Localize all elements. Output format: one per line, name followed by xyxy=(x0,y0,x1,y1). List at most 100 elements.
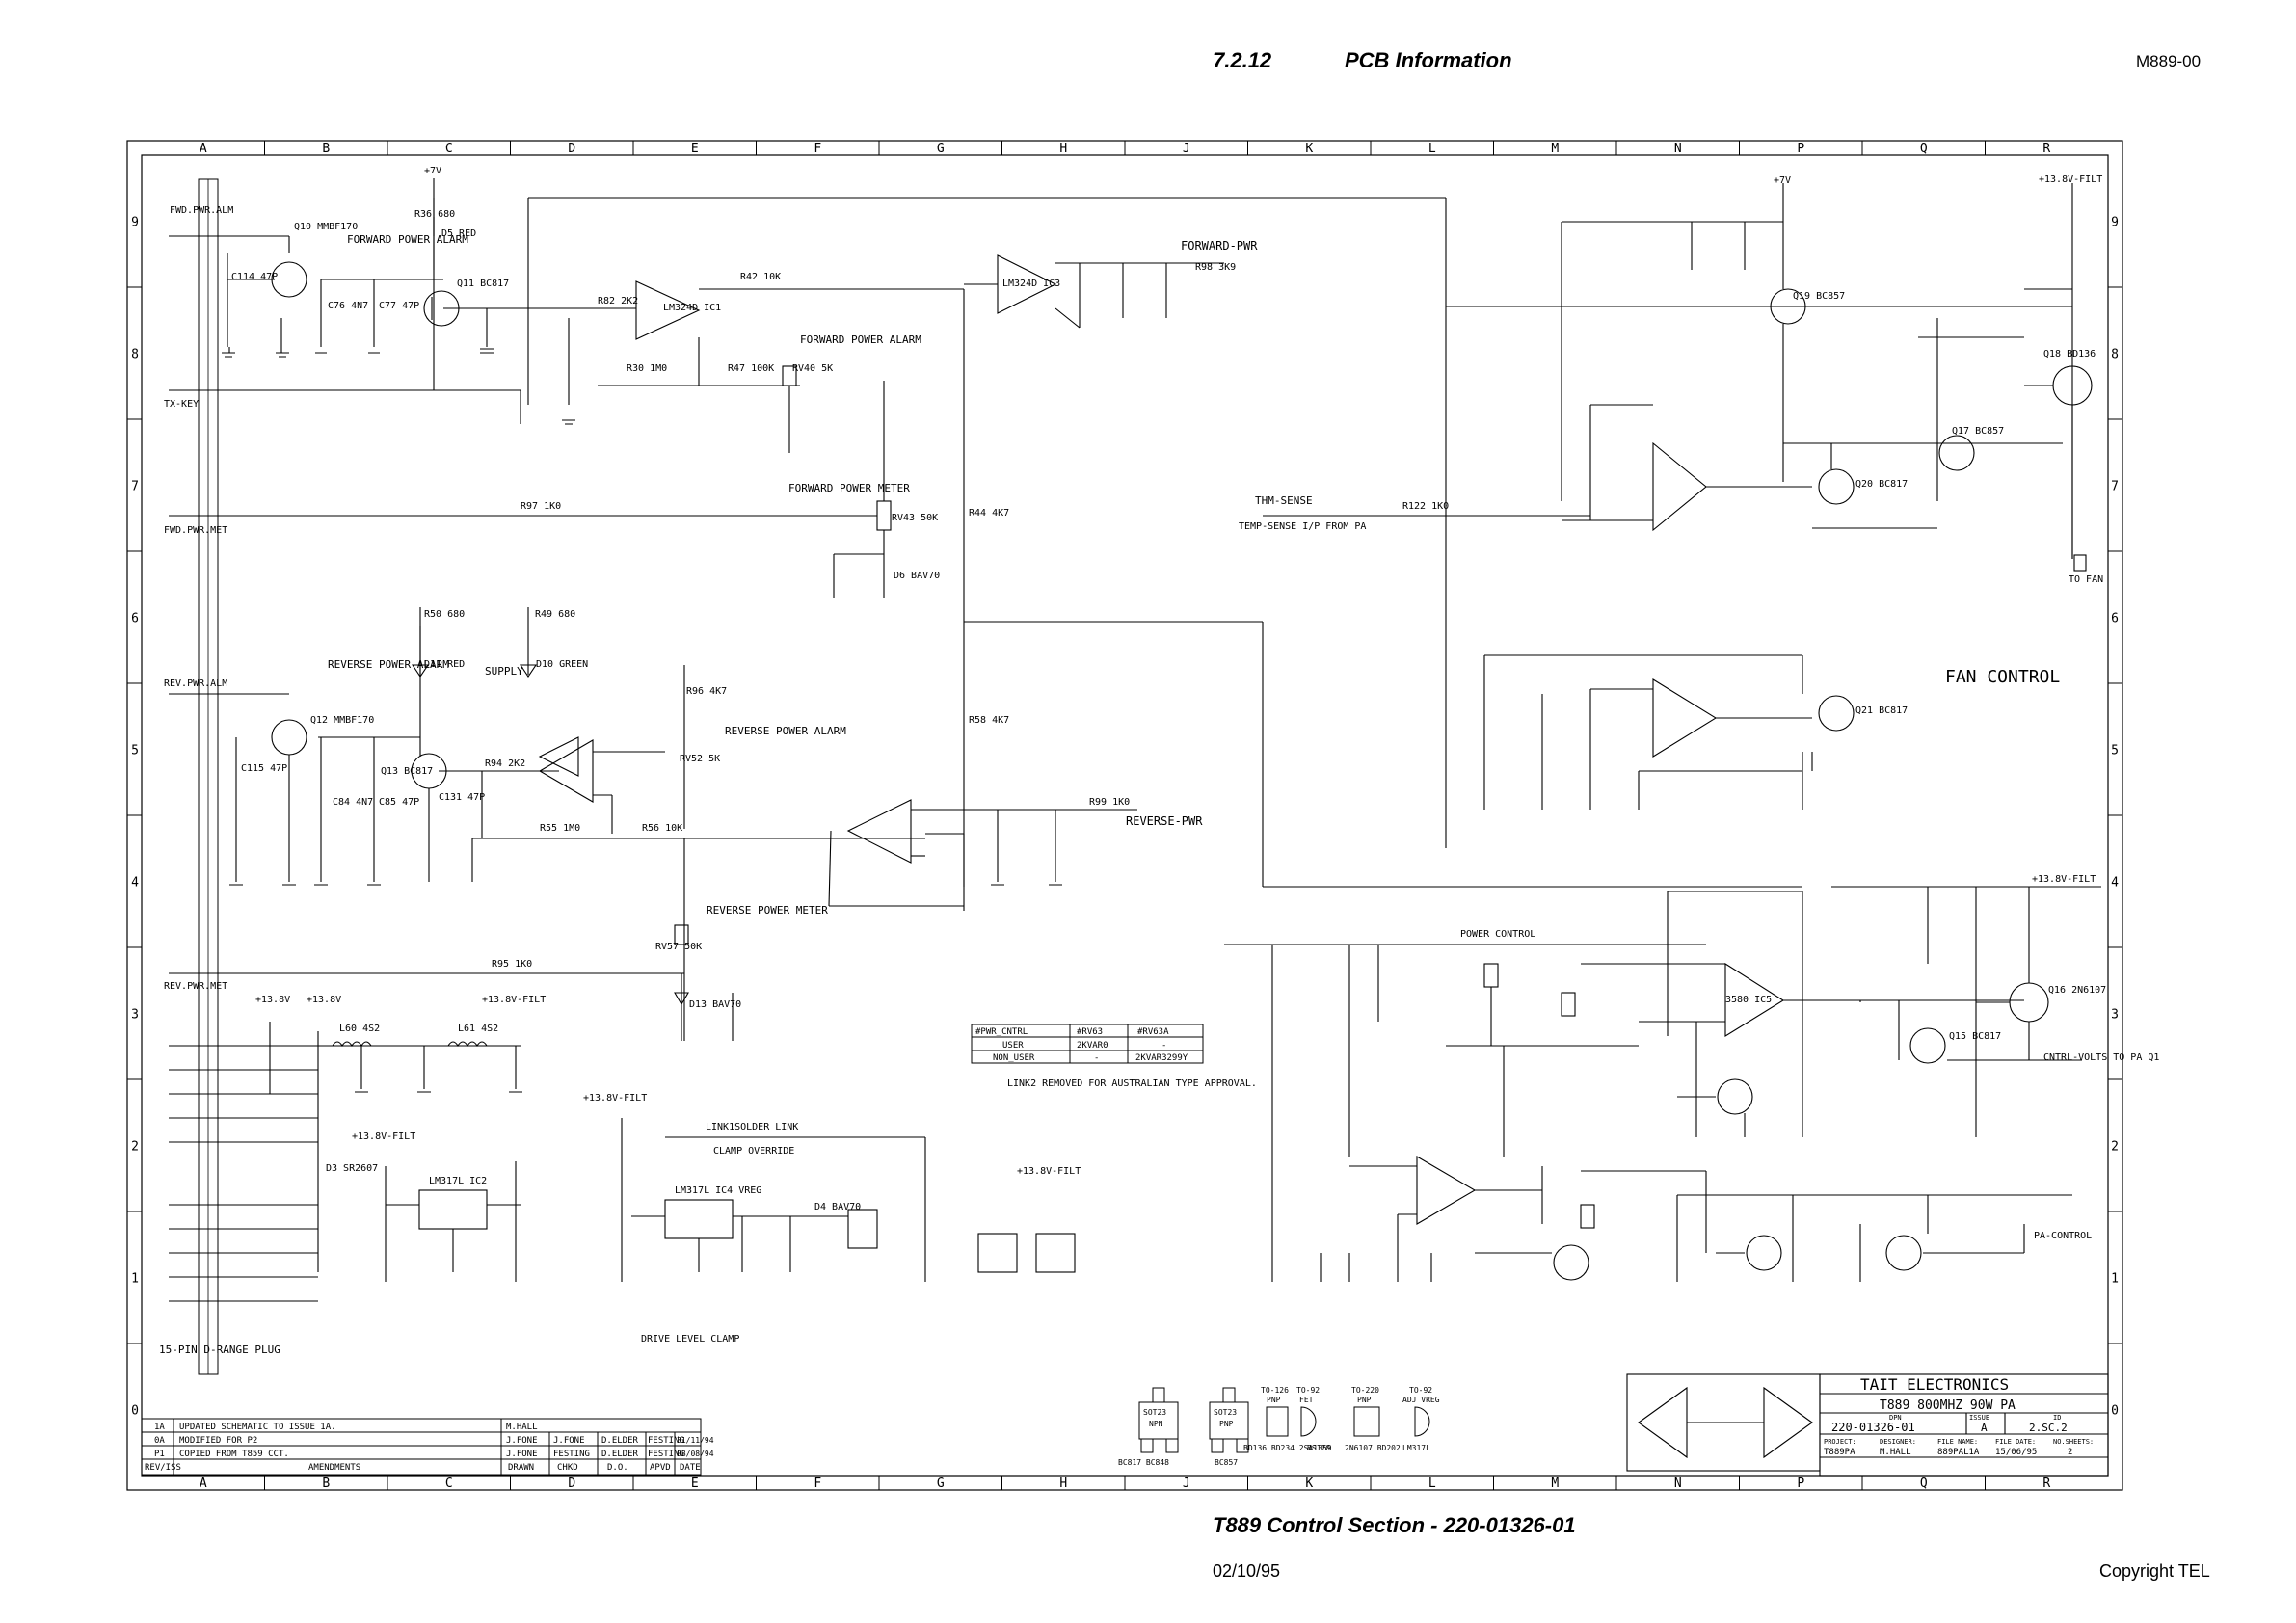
label-cntrl-volts: CNTRL-VOLTS TO PA Q1 xyxy=(2043,1052,2159,1063)
l61-label: L61 4S2 xyxy=(458,1024,498,1034)
rev-row0-drawn: M.HALL xyxy=(506,1423,538,1432)
title-block-product: T889 800MHZ 90W PA xyxy=(1880,1398,2016,1413)
label-tx-key: TX-KEY xyxy=(164,399,199,410)
zone-column-label: P xyxy=(1797,1477,1804,1491)
rev-row2-date: 08/08/94 xyxy=(677,1450,714,1458)
zone-column-label: K xyxy=(1305,1477,1313,1491)
title-info-v3: 15/06/95 xyxy=(1995,1448,2037,1457)
revision-block-frame xyxy=(141,1418,702,1476)
r55-label: R55 1M0 xyxy=(540,823,580,834)
zone-column-label: H xyxy=(1059,142,1067,156)
zone-column-label: R xyxy=(2042,1477,2050,1491)
label-reverse-power-meter: REVERSE POWER METER xyxy=(707,904,828,917)
zone-row-label: 0 xyxy=(2111,1404,2119,1419)
r97-label: R97 1K0 xyxy=(521,501,561,512)
label-rev-pwr-met: REV.PWR.MET xyxy=(164,981,227,992)
rev-footer-2: DRAWN xyxy=(508,1463,534,1473)
rev-row1-do: D.ELDER xyxy=(601,1436,639,1446)
zone-row-label: 3 xyxy=(2111,1008,2119,1023)
zone-column-label: E xyxy=(691,142,699,156)
label-supply: SUPPLY xyxy=(485,665,523,678)
title-info-v1: M.HALL xyxy=(1880,1448,1911,1457)
zone-row-label: 4 xyxy=(131,876,139,891)
r99-label: R99 1K0 xyxy=(1089,797,1130,808)
c114-label: C114 47P xyxy=(231,272,278,282)
pkg0-parts: BC817 BC848 xyxy=(1118,1458,1169,1467)
power-control-section xyxy=(1224,886,2101,1282)
title-block-sheet: 2.SC.2 xyxy=(2029,1422,2068,1434)
label-thm-sense: THM-SENSE xyxy=(1255,494,1313,507)
zone-column-label: Q xyxy=(1920,1477,1928,1491)
zone-column-label: Q xyxy=(1920,142,1928,156)
zone-column-label: F xyxy=(814,142,821,156)
label-temp-sense: TEMP-SENSE I/P FROM PA xyxy=(1239,521,1366,532)
title-block-company: TAIT ELECTRONICS xyxy=(1860,1375,2009,1394)
zone-column-label: L xyxy=(1428,142,1436,156)
label-link2-note: LINK2 REMOVED FOR AUSTRALIAN TYPE APPROV… xyxy=(1007,1078,1257,1089)
q10-label: Q10 MMBF170 xyxy=(294,222,358,232)
pkg2-parts: BD136 BD234 2SA1359 xyxy=(1243,1444,1332,1452)
zone-column-label: N xyxy=(1674,1477,1682,1491)
label-fwd-pwr-met: FWD.PWR.MET xyxy=(164,525,227,536)
title-info-h2: FILE NAME: xyxy=(1937,1438,1978,1446)
pkg5-name: TO-92 xyxy=(1409,1386,1432,1395)
q11-label: Q11 BC817 xyxy=(457,279,509,289)
r58-label: R58 4K7 xyxy=(969,715,1009,726)
rev-row2-desc: COPIED FROM T859 CCT. xyxy=(179,1450,289,1459)
q20-label: Q20 BC817 xyxy=(1855,479,1908,490)
zone-column-label: A xyxy=(200,1477,207,1491)
zone-row-label: 3 xyxy=(131,1008,139,1023)
label-plus13-filt-f: +13.8V-FILT xyxy=(1017,1166,1081,1177)
zone-row-label: 5 xyxy=(131,744,139,758)
q21-label: Q21 BC817 xyxy=(1855,705,1908,716)
zone-row-label: 7 xyxy=(131,480,139,494)
zone-row-label: 6 xyxy=(2111,612,2119,626)
label-plus13-b: +13.8V xyxy=(307,995,341,1005)
rev-footer-0: REV/ISS xyxy=(145,1463,181,1473)
label-plus13-filt-e: +13.8V-FILT xyxy=(583,1093,647,1104)
zone-column-label: P xyxy=(1797,142,1804,156)
rev-footer-5: APVD xyxy=(650,1463,671,1473)
zone-column-label: D xyxy=(568,142,575,156)
r94-label: R94 2K2 xyxy=(485,758,525,769)
c85-label: C85 47P xyxy=(379,797,419,808)
pwr-table-r0c0: USER xyxy=(1002,1041,1024,1051)
zone-row-label: 8 xyxy=(2111,348,2119,362)
document-code: M889-00 xyxy=(2136,52,2202,70)
r96-label: R96 4K7 xyxy=(686,686,727,697)
label-clamp-override: CLAMP OVERRIDE xyxy=(713,1146,794,1157)
title-block-issue-label: ISSUE xyxy=(1969,1414,1989,1422)
label-link1: LINK1SOLDER LINK xyxy=(706,1122,798,1132)
label-forward-power-alarm-2: FORWARD POWER ALARM xyxy=(800,333,921,346)
supply-section xyxy=(169,1022,1076,1302)
pkg1-parts: BC857 xyxy=(1215,1458,1238,1467)
fan-control-section xyxy=(1263,183,2093,810)
pkg2-name: TO-126 xyxy=(1261,1386,1289,1395)
d11-label: D11 RED xyxy=(424,659,465,670)
label-rev-pwr-alm: REV.PWR.ALM xyxy=(164,678,227,689)
zone-column-label: C xyxy=(445,142,453,156)
pwr-table-r1c0: NON_USER xyxy=(993,1053,1035,1063)
zone-column-label: J xyxy=(1183,1477,1190,1491)
pwr-table-r0c2: - xyxy=(1161,1041,1166,1051)
rev-row0-id: 1A xyxy=(154,1423,165,1432)
label-d-range: 15-PIN D-RANGE PLUG xyxy=(159,1344,280,1356)
title-info-h3: FILE DATE: xyxy=(1995,1438,2036,1446)
pwr-table-h2: #RV63A xyxy=(1137,1027,1169,1037)
label-plus13-filt-b: +13.8V-FILT xyxy=(2032,874,2096,885)
label-to-fan: TO FAN xyxy=(2069,574,2103,585)
c77-label: C77 47P xyxy=(379,301,419,311)
c76-label: C76 4N7 xyxy=(328,301,368,311)
c84-label: C84 4N7 xyxy=(333,797,373,808)
rv57-label: RV57 50K xyxy=(655,942,702,952)
rev-footer-6: DATE xyxy=(680,1463,701,1473)
title-block-dpn: 220-01326-01 xyxy=(1831,1421,1915,1434)
title-block-frame xyxy=(1626,1373,2109,1477)
title-block-sheet-label: ID xyxy=(2053,1414,2061,1422)
zone-column-label: D xyxy=(568,1477,575,1491)
rv43-label: RV43 50K xyxy=(892,513,938,523)
q17-label: Q17 BC857 xyxy=(1952,426,2004,437)
title-info-v4: 2 xyxy=(2068,1448,2072,1457)
l60-label: L60 4S2 xyxy=(339,1024,380,1034)
pwr-table-r0c1: 2KVAR0 xyxy=(1077,1041,1108,1051)
